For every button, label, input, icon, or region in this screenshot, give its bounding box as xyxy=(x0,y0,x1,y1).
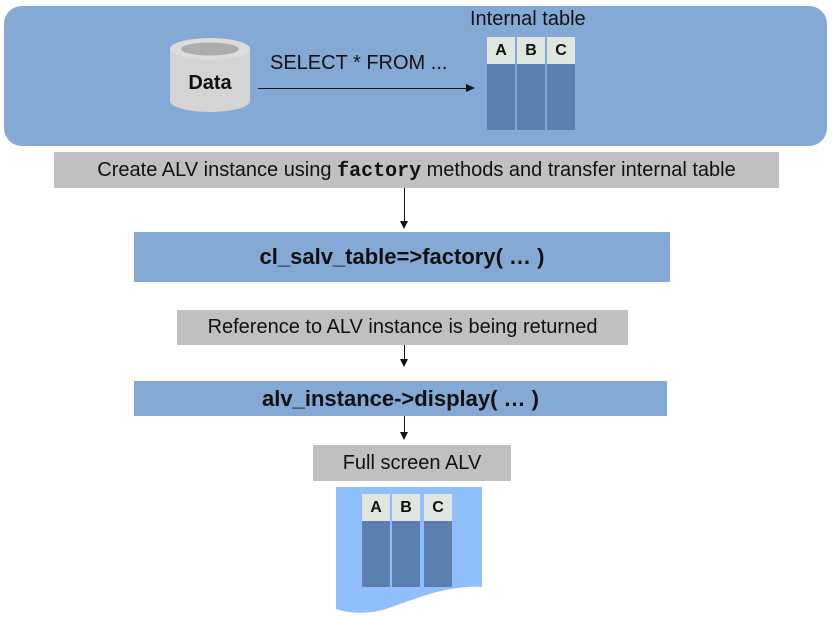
reference-returned-step: Reference to ALV instance is being retur… xyxy=(177,310,628,345)
create-alv-step: Create ALV instance using factory method… xyxy=(54,152,779,188)
column-body xyxy=(517,64,545,130)
internal-table-column: C xyxy=(547,37,575,130)
arrow-down-icon xyxy=(400,221,408,229)
column-body xyxy=(392,521,420,587)
full-screen-table-column: C xyxy=(424,494,452,587)
internal-table-column: B xyxy=(517,37,545,130)
flow-arrow-line xyxy=(404,345,405,359)
column-header: C xyxy=(547,37,575,64)
data-source-label: Data xyxy=(188,72,232,94)
data-retrieval-panel xyxy=(4,6,827,146)
column-header: B xyxy=(392,494,420,521)
full-screen-table-column: B xyxy=(392,494,420,587)
flow-arrow-line xyxy=(404,416,405,432)
arrow-right-icon xyxy=(466,84,475,92)
column-body xyxy=(362,521,390,587)
create-step-suffix: methods and transfer internal table xyxy=(421,159,736,181)
column-body xyxy=(424,521,452,587)
column-header: B xyxy=(517,37,545,64)
flow-arrow-line xyxy=(404,188,405,221)
column-body xyxy=(547,64,575,130)
database-cylinder-icon xyxy=(170,38,250,112)
arrow-down-icon xyxy=(400,432,408,440)
full-screen-table: A B C xyxy=(362,494,452,587)
factory-keyword: factory xyxy=(337,160,422,183)
internal-table-title: Internal table xyxy=(470,8,586,30)
full-screen-alv-label: Full screen ALV xyxy=(313,445,511,481)
column-header: C xyxy=(424,494,452,521)
display-call-box: alv_instance->display( … ) xyxy=(134,381,667,416)
factory-call-box: cl_salv_table=>factory( … ) xyxy=(134,232,670,282)
internal-table-column: A xyxy=(487,37,515,130)
internal-table: A B C xyxy=(487,37,575,130)
select-arrow-line xyxy=(258,88,468,89)
full-screen-table-column: A xyxy=(362,494,390,587)
column-header: A xyxy=(362,494,390,521)
arrow-down-icon xyxy=(400,359,408,367)
column-header: A xyxy=(487,37,515,64)
column-body xyxy=(487,64,515,130)
create-step-prefix: Create ALV instance using xyxy=(97,159,338,181)
select-statement-label: SELECT * FROM ... xyxy=(270,52,448,74)
